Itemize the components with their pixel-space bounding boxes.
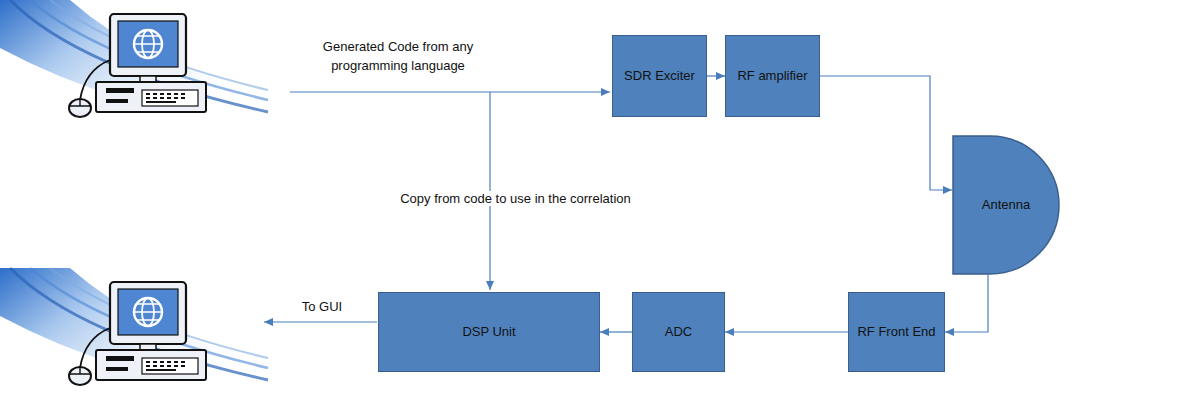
- box-label: RF Front End: [857, 324, 935, 340]
- process-box: DSP Unit: [378, 292, 600, 372]
- gui-line: [264, 321, 377, 322]
- code-line: [290, 91, 610, 92]
- process-box: ADC: [632, 292, 725, 372]
- signal-arrow: [600, 331, 632, 332]
- box-label: ADC: [665, 324, 692, 340]
- process-box: SDR Exciter: [612, 35, 707, 117]
- box-label: SDR Exciter: [624, 68, 695, 84]
- process-box: RF amplifier: [725, 35, 820, 117]
- signal-arrow: [945, 275, 988, 332]
- signal-arrow: [725, 331, 848, 332]
- computer-icon: [0, 268, 270, 396]
- antenna-outline: [953, 136, 1059, 274]
- signal-arrow: [707, 75, 725, 76]
- signal-label: To GUI: [292, 298, 352, 317]
- signal-label: Generated Code from any programming lang…: [298, 38, 498, 76]
- box-label: DSP Unit: [462, 324, 515, 340]
- antenna-shape: Antenna: [952, 135, 1060, 275]
- process-box: RF Front End: [848, 292, 945, 372]
- box-label: RF amplifier: [737, 68, 807, 84]
- signal-label: Copy from code to use in the correlation: [378, 190, 653, 209]
- box-label: Antenna: [982, 197, 1030, 213]
- computer-icon: [0, 0, 270, 128]
- signal-arrow: [820, 76, 952, 190]
